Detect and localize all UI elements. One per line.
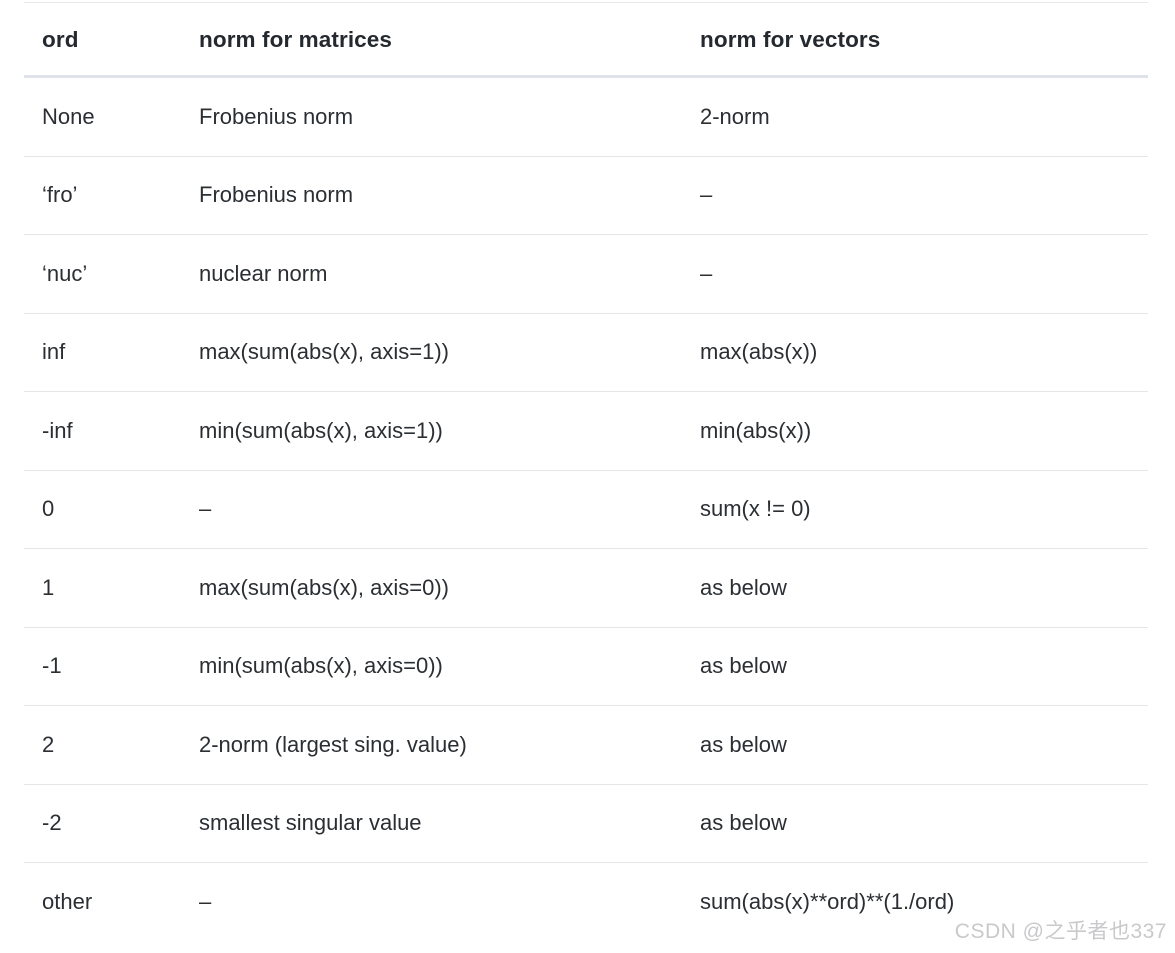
cell-matrices: smallest singular value	[181, 784, 682, 863]
cell-vectors: min(abs(x))	[682, 391, 1148, 471]
cell-matrices: nuclear norm	[181, 234, 682, 314]
cell-matrices: –	[181, 470, 682, 549]
cell-ord: 2	[24, 705, 181, 785]
cell-ord: ‘nuc’	[24, 234, 181, 314]
column-header-norm-for-vectors: norm for vectors	[682, 2, 1148, 78]
cell-vectors: as below	[682, 784, 1148, 863]
cell-matrices: Frobenius norm	[181, 156, 682, 235]
cell-ord: ‘fro’	[24, 156, 181, 235]
table-row: ‘nuc’ nuclear norm –	[24, 234, 1148, 314]
cell-vectors: –	[682, 156, 1148, 235]
table-body: None Frobenius norm 2-norm ‘fro’ Frobeni…	[24, 76, 1148, 941]
csdn-watermark: CSDN @之乎者也337	[954, 920, 1167, 943]
table-row: 0 – sum(x != 0)	[24, 470, 1148, 549]
cell-ord: other	[42, 888, 93, 914]
column-header-norm-for-matrices: norm for matrices	[181, 2, 682, 78]
cell-matrices: max(sum(abs(x), axis=1))	[181, 313, 682, 392]
table-row: ‘fro’ Frobenius norm –	[24, 156, 1148, 235]
cell-matrices: 2-norm (largest sing. value)	[181, 705, 682, 785]
cell-vectors: 2-norm	[682, 76, 1148, 157]
cell-ord: -1	[24, 627, 181, 706]
table-row: None Frobenius norm 2-norm	[24, 76, 1148, 157]
cell-vectors: as below	[682, 548, 1148, 628]
cell-vectors: max(abs(x))	[682, 313, 1148, 392]
cell-vectors: –	[682, 234, 1148, 314]
norm-reference-table-container: ord norm for matrices norm for vectors N…	[24, 2, 1148, 941]
norm-reference-table: ord norm for matrices norm for vectors N…	[24, 2, 1148, 941]
cell-matrices: –	[199, 888, 212, 914]
table-row: 2 2-norm (largest sing. value) as below	[24, 705, 1148, 785]
table-row: other – sum(abs(x)**ord)**(1./ord)	[24, 863, 1148, 941]
cell-ord: None	[24, 76, 181, 157]
table-header: ord norm for matrices norm for vectors	[24, 2, 1148, 78]
table-row: -inf min(sum(abs(x), axis=1)) min(abs(x)…	[24, 391, 1148, 471]
cell-vectors: as below	[682, 627, 1148, 706]
cell-matrices: Frobenius norm	[181, 76, 682, 157]
cell-ord: 1	[24, 548, 181, 628]
cell-ord: -2	[24, 784, 181, 863]
cell-matrices: min(sum(abs(x), axis=0))	[181, 627, 682, 706]
table-row: inf max(sum(abs(x), axis=1)) max(abs(x))	[24, 313, 1148, 392]
table-row: 1 max(sum(abs(x), axis=0)) as below	[24, 548, 1148, 628]
table-row: -2 smallest singular value as below	[24, 784, 1148, 863]
cell-matrices: min(sum(abs(x), axis=1))	[181, 391, 682, 471]
table-row: -1 min(sum(abs(x), axis=0)) as below	[24, 627, 1148, 706]
cell-ord: inf	[24, 313, 181, 392]
cell-ord: 0	[24, 470, 181, 549]
cell-ord: -inf	[24, 391, 181, 471]
column-header-ord: ord	[24, 2, 181, 78]
cell-vectors: sum(x != 0)	[682, 470, 1148, 549]
cell-matrices: max(sum(abs(x), axis=0))	[181, 548, 682, 628]
cell-vectors: sum(abs(x)**ord)**(1./ord)	[700, 888, 955, 914]
table-header-row: ord norm for matrices norm for vectors	[24, 2, 1148, 78]
cell-vectors: as below	[682, 705, 1148, 785]
